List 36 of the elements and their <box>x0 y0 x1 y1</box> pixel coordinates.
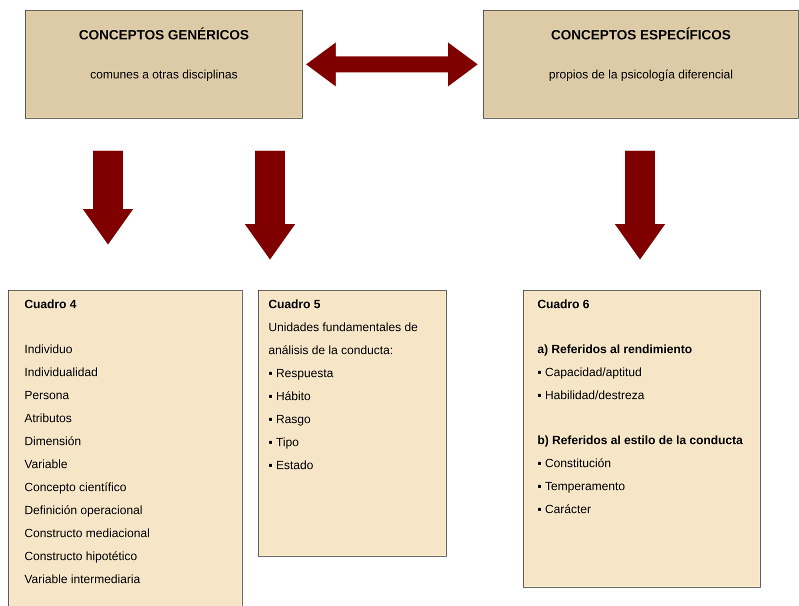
list-item: Constructo hipotético <box>25 551 137 563</box>
list-item: ▪ Temperamento <box>538 482 624 493</box>
list-item: ▪ Capacidad/aptitud <box>538 367 641 379</box>
list-item: ▪ Estado <box>269 460 313 470</box>
list-item: Variable <box>24 459 67 468</box>
list-item: Persona <box>25 390 70 400</box>
list-item: ▪ Habilidad/destreza <box>538 390 644 400</box>
box-heading: Cuadro 5 <box>268 299 320 308</box>
box-heading: Cuadro 6 <box>538 299 589 308</box>
box-heading: a) Referidos al rendimiento <box>538 344 692 356</box>
box-heading: b) Referidos al estilo de la conducta <box>538 435 743 447</box>
box-heading: CONCEPTOS ESPECÍFICOS <box>552 27 730 40</box>
concept-box <box>8 290 243 606</box>
list-item: Constructo mediacional <box>25 528 149 538</box>
concept-box <box>483 10 799 119</box>
box-heading: Cuadro 4 <box>24 299 76 308</box>
list-item: ▪ Carácter <box>538 504 591 514</box>
list-item: Dimensión <box>25 436 80 446</box>
list-item: Unidades fundamentales de análisis de la conducta: <box>268 322 418 354</box>
list-item: Individuo <box>26 344 72 354</box>
list-item: Variable intermediaria <box>24 574 140 584</box>
list-item: ▪ Hábito <box>269 391 310 400</box>
list-item: ▪ Tipo <box>269 437 298 449</box>
list-item: Individualidad <box>26 367 97 376</box>
list-item: ▪ Constitución <box>538 458 610 468</box>
box-heading: CONCEPTOS GENÉRICOS <box>79 27 248 40</box>
list-item: Concepto científico <box>25 482 126 494</box>
list-item: Definición operacional <box>25 505 142 517</box>
box-subtitle: propios de la psicología diferencial <box>550 70 732 81</box>
concept-box <box>25 10 303 119</box>
list-item: ▪ Respuesta <box>269 368 334 380</box>
concept-box <box>523 290 761 588</box>
list-item: Atributos <box>24 413 72 422</box>
box-subtitle: comunes a otras disciplinas <box>90 70 238 81</box>
concept-box <box>258 290 447 557</box>
list-item: ▪ Rasgo <box>269 414 310 426</box>
